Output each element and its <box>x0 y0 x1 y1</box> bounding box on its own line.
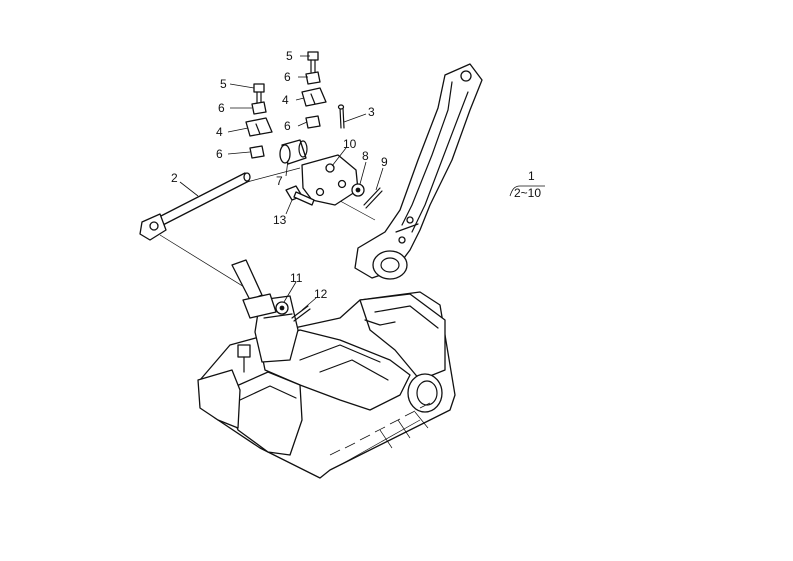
label-part-6-left-bottom: 6 <box>216 147 223 161</box>
part-6-nut-right-bottom <box>305 115 321 129</box>
part-4-clamp-left <box>245 117 273 137</box>
leader-lines <box>179 55 545 311</box>
label-part-4-right: 4 <box>282 93 289 107</box>
part-10-bracket <box>301 154 359 206</box>
guide-handle-arm <box>354 63 483 280</box>
part-3-cotter-pin <box>337 104 345 129</box>
lower-lever-arm <box>231 259 277 319</box>
label-part-5-right: 5 <box>286 49 293 63</box>
machine-base <box>197 291 456 479</box>
part-number-labels: 5 6 4 6 5 6 4 6 3 10 8 9 2 7 13 11 12 1 … <box>171 49 541 301</box>
part-7-pivot-pin <box>279 139 308 165</box>
part-9-spring-pin <box>363 187 383 209</box>
label-part-3: 3 <box>368 105 375 119</box>
label-part-5-left: 5 <box>220 77 227 91</box>
part-13-bolt <box>285 185 315 206</box>
part-4-clamp-right <box>301 87 327 107</box>
label-part-6-right-bottom: 6 <box>284 119 291 133</box>
part-6-nut-left-bottom <box>249 145 265 159</box>
clamp-assembly-left <box>245 83 273 159</box>
part-6-nut-right-top <box>305 71 321 85</box>
part-11-washer <box>275 301 289 315</box>
part-2-control-rod <box>139 167 376 299</box>
label-part-6-right-top: 6 <box>284 70 291 84</box>
label-part-2: 2 <box>171 171 178 185</box>
part-6-nut-left-top <box>251 101 267 115</box>
label-part-10: 10 <box>343 137 357 151</box>
label-part-7: 7 <box>276 174 283 188</box>
part-5-bolt-right <box>307 51 319 61</box>
part-5-bolt-left <box>253 83 265 93</box>
part-8-washer <box>351 183 365 197</box>
part-12-pin <box>291 305 311 322</box>
label-part-12: 12 <box>314 287 328 301</box>
label-part-4-left: 4 <box>216 125 223 139</box>
label-part-9: 9 <box>381 155 388 169</box>
label-part-8: 8 <box>362 149 369 163</box>
clamp-assembly-right <box>301 51 327 129</box>
label-part-6-left-top: 6 <box>218 101 225 115</box>
label-part-1: 1 <box>528 169 535 183</box>
label-part-11: 11 <box>290 271 303 285</box>
label-kit-range: 2~10 <box>514 186 541 200</box>
label-part-13: 13 <box>273 213 287 227</box>
